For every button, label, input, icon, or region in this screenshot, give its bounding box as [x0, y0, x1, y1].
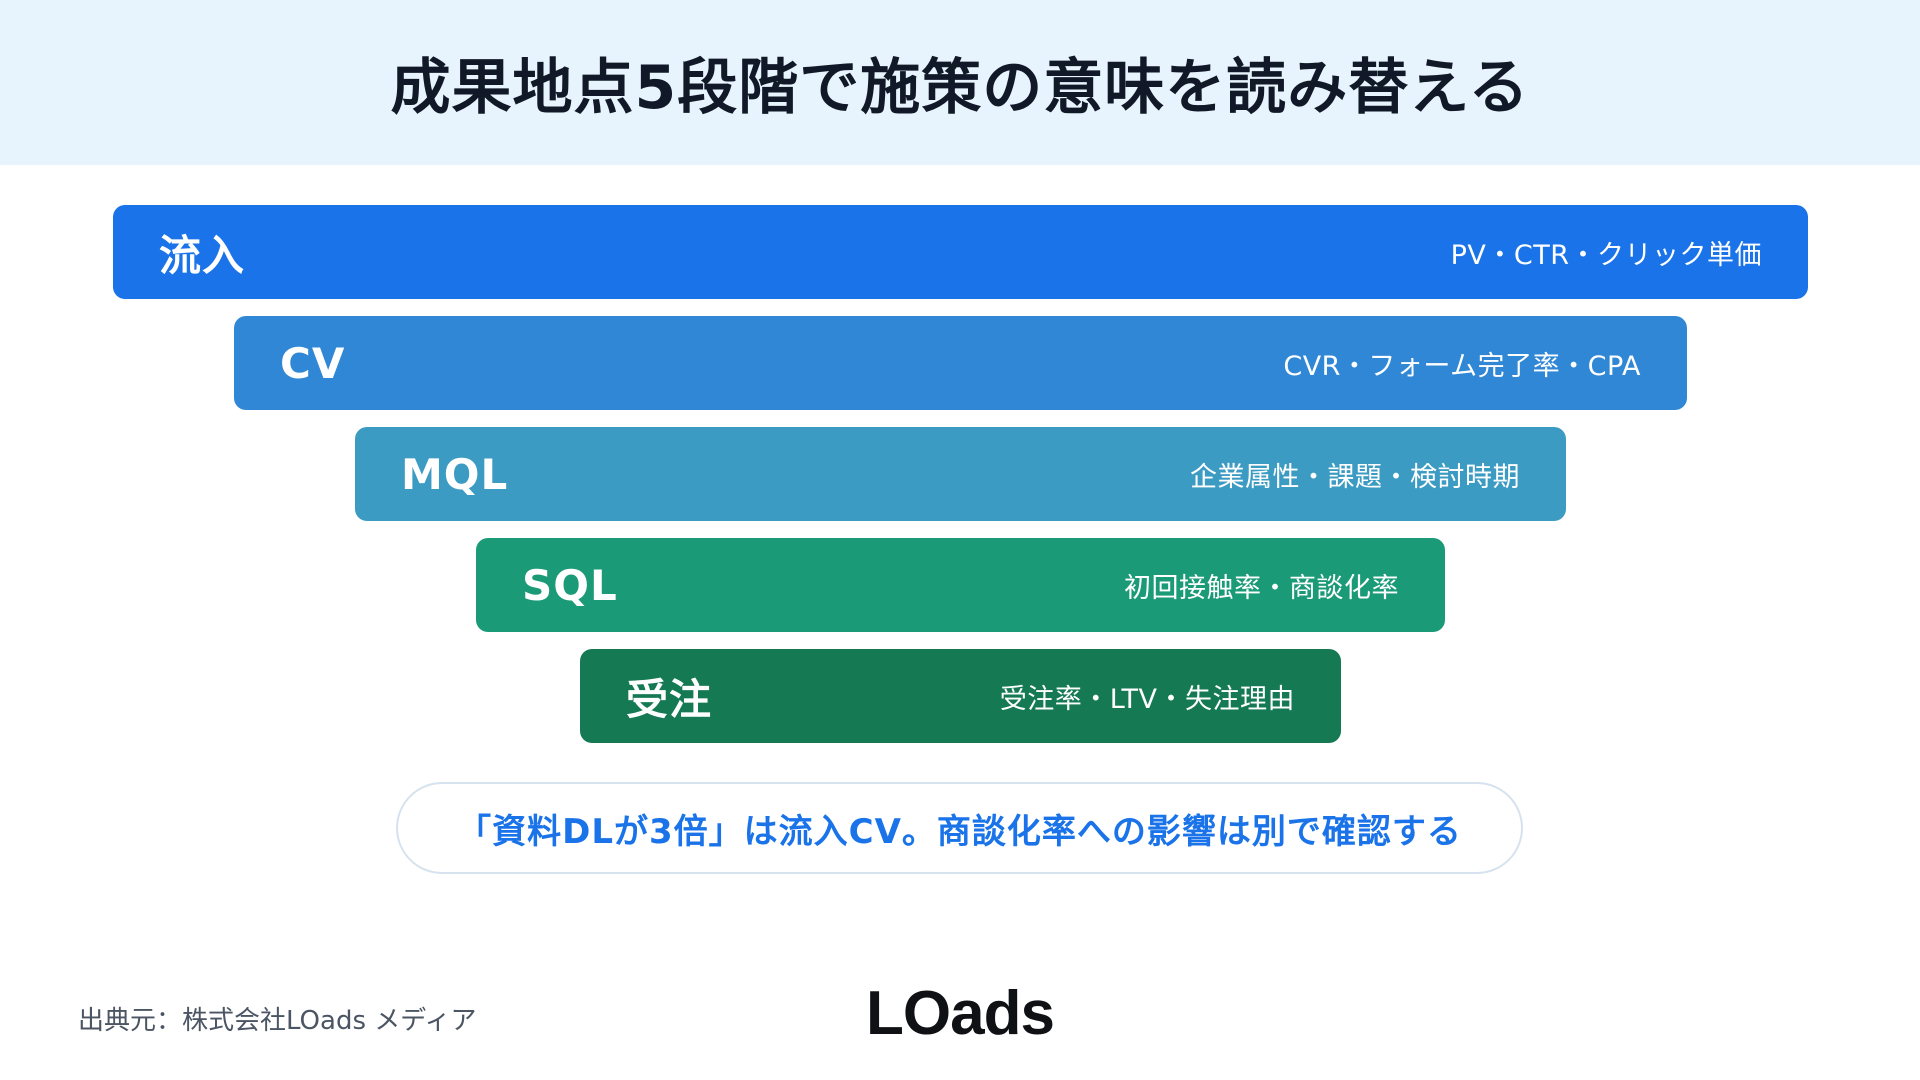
page-title: 成果地点5段階で施策の意味を読み替える [390, 53, 1530, 123]
stage-metrics: 企業属性・課題・検討時期 [1190, 461, 1520, 493]
funnel-diagram: 流入 PV・CTR・クリック単価 CV CVR・フォーム完了率・CPA MQL … [113, 205, 1808, 743]
funnel-stage-order: 受注 受注率・LTV・失注理由 [580, 649, 1341, 743]
funnel-stage-inflow: 流入 PV・CTR・クリック単価 [113, 205, 1808, 299]
source-credit: 出典元：株式会社LOads メディア [78, 1006, 477, 1036]
brand-logo: LOads [866, 979, 1055, 1048]
stage-metrics: 受注率・LTV・失注理由 [999, 683, 1295, 715]
stage-label: SQL [522, 560, 618, 610]
stage-label: 受注 [626, 674, 713, 724]
stage-label: MQL [401, 449, 509, 499]
stage-label: CV [280, 338, 346, 388]
callout-text: 「資料DLが3倍」は流入CV。商談化率への影響は別で確認する [457, 811, 1462, 852]
header-banner: 成果地点5段階で施策の意味を読み替える [0, 0, 1920, 165]
stage-metrics: CVR・フォーム完了率・CPA [1283, 350, 1641, 382]
stage-metrics: PV・CTR・クリック単価 [1450, 239, 1762, 271]
funnel-stage-cv: CV CVR・フォーム完了率・CPA [234, 316, 1687, 410]
callout-box: 「資料DLが3倍」は流入CV。商談化率への影響は別で確認する [396, 782, 1523, 874]
funnel-stage-sql: SQL 初回接触率・商談化率 [476, 538, 1445, 632]
funnel-stage-mql: MQL 企業属性・課題・検討時期 [355, 427, 1566, 521]
stage-metrics: 初回接触率・商談化率 [1124, 572, 1399, 604]
stage-label: 流入 [159, 230, 246, 280]
